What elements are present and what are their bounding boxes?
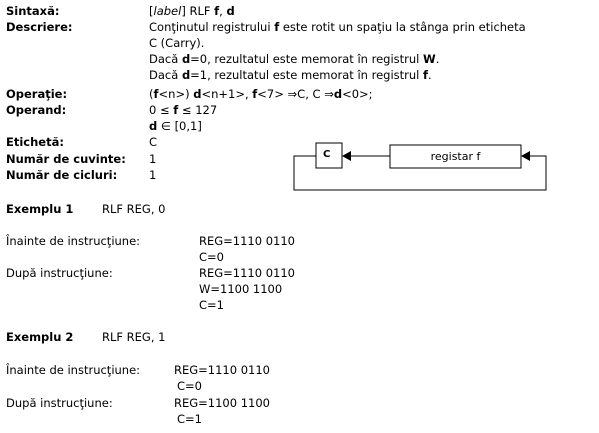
tag-label: Etichetă: [6,135,64,149]
operation-value: (f<n>) d<n+1>, f<7> ⇒C, C ⇒d<0>; [149,87,373,101]
example2-instruction: RLF REG, 1 [102,330,166,344]
operand-line-1: 0 ≤ f ≤ 127 [149,103,218,117]
carry-box [315,142,343,169]
arrowhead-register [521,151,530,161]
syntax-label: Sintaxă: [6,4,60,18]
example1-after-label: După instrucţiune: [6,266,113,280]
example2-before-label: Înainte de instrucţiune: [6,363,141,377]
operand-line-2: d ∈ [0,1] [149,119,202,133]
example2-title: Exemplu 2 [6,330,74,344]
example2-after-c: C=1 [177,412,202,426]
description-line-4: Dacă d=1, rezultatul este memorat în reg… [149,68,432,82]
example1-after-w: W=1100 1100 [199,282,283,296]
words-label: Număr de cuvinte: [6,152,126,166]
syntax-value: [label] RLF f, d [149,4,235,18]
operation-label: Operaţie: [6,87,68,101]
description-label: Descriere: [6,20,73,34]
operand-label: Operand: [6,103,67,117]
tag-value: C [149,135,158,149]
carry-box-label: C [323,149,331,160]
arrowhead-carry [342,151,351,161]
example2-after-label: După instrucţiune: [6,396,113,410]
example1-before-label: Înainte de instrucţiune: [6,234,141,248]
example2-before-reg: REG=1110 0110 [174,363,270,377]
arrow-carry-to-register [293,155,547,191]
cycles-label: Număr de cicluri: [6,168,118,182]
description-line-1: Conţinutul registrului f este rotit un s… [149,20,526,34]
example2-after-reg: REG=1100 1100 [174,396,270,410]
example1-after-reg: REG=1110 0110 [199,266,295,280]
example2-before-c: C=0 [177,379,202,393]
register-box-label: registar f [430,150,481,163]
example1-title: Exemplu 1 [6,202,74,216]
example1-before-c: C=0 [199,250,224,264]
example1-instruction: RLF REG, 0 [102,202,166,216]
example1-after-c: C=1 [199,298,224,312]
description-line-3: Dacă d=0, rezultatul este memorat în reg… [149,52,440,66]
cycles-value: 1 [149,168,157,182]
description-line-2: C (Carry). [149,36,205,50]
example1-before-reg: REG=1110 0110 [199,234,295,248]
words-value: 1 [149,152,157,166]
